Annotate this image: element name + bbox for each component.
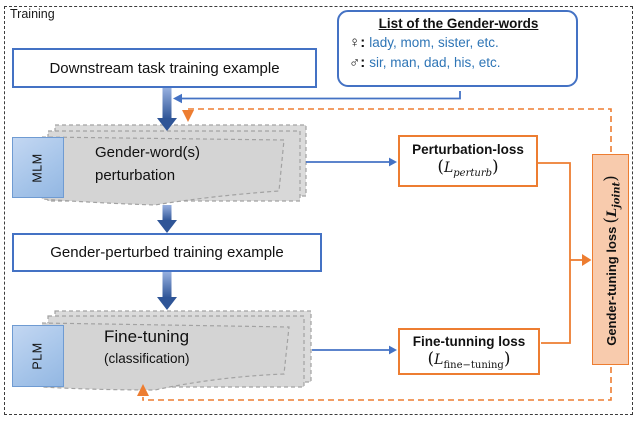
plm-tab-label: PLM (30, 342, 45, 370)
gender-words-title: List of the Gender-words (378, 16, 539, 31)
downstream-example-label: Downstream task training example (49, 59, 280, 77)
male-words-row: ♂:sir, man, dad, his, etc. (349, 54, 568, 71)
fine-tuning-loss-formula: (Lfine−tuning) (427, 349, 511, 371)
male-symbol: ♂: (349, 54, 366, 71)
mlm-tab: MLM (12, 137, 64, 198)
gender-words-list-box: List of the Gender-words ♀:lady, mom, si… (337, 10, 578, 87)
perturbation-loss-box: Perturbation-loss (Lperturb) (398, 135, 538, 187)
plm-step-text: Fine-tuning (classification) (104, 327, 190, 366)
female-words: lady, mom, sister, etc. (369, 35, 499, 50)
female-words-row: ♀:lady, mom, sister, etc. (349, 34, 568, 51)
mlm-step-line2: perturbation (95, 167, 176, 184)
plm-tab: PLM (12, 325, 64, 387)
mlm-tab-label: MLM (31, 152, 45, 183)
training-frame-border (4, 6, 633, 415)
perturbation-loss-formula: (Lperturb) (437, 157, 499, 179)
female-symbol: ♀: (349, 34, 366, 51)
training-label: Training (8, 7, 57, 21)
plm-step-line2: (classification) (104, 351, 190, 366)
mlm-step-text: Gender-word(s) perturbation (95, 141, 200, 187)
gender-tuning-loss-label: Gender-tuning loss (Ljoint) (600, 175, 623, 346)
gender-perturbed-example-label: Gender-perturbed training example (50, 244, 284, 261)
gender-perturbed-example-box: Gender-perturbed training example (12, 233, 322, 272)
male-words: sir, man, dad, his, etc. (369, 55, 501, 70)
perturbation-loss-title: Perturbation-loss (412, 142, 524, 157)
gender-tuning-loss-box: Gender-tuning loss (Ljoint) (592, 154, 629, 365)
downstream-example-box: Downstream task training example (12, 48, 317, 88)
joint-loss-formula: (Ljoint) (600, 175, 623, 224)
mlm-step-line1: Gender-word(s) (95, 144, 201, 161)
plm-step-line1: Fine-tuning (104, 327, 190, 346)
fine-tuning-loss-box: Fine-tunning loss (Lfine−tuning) (398, 328, 540, 375)
fine-tuning-loss-title: Fine-tunning loss (412, 334, 526, 349)
